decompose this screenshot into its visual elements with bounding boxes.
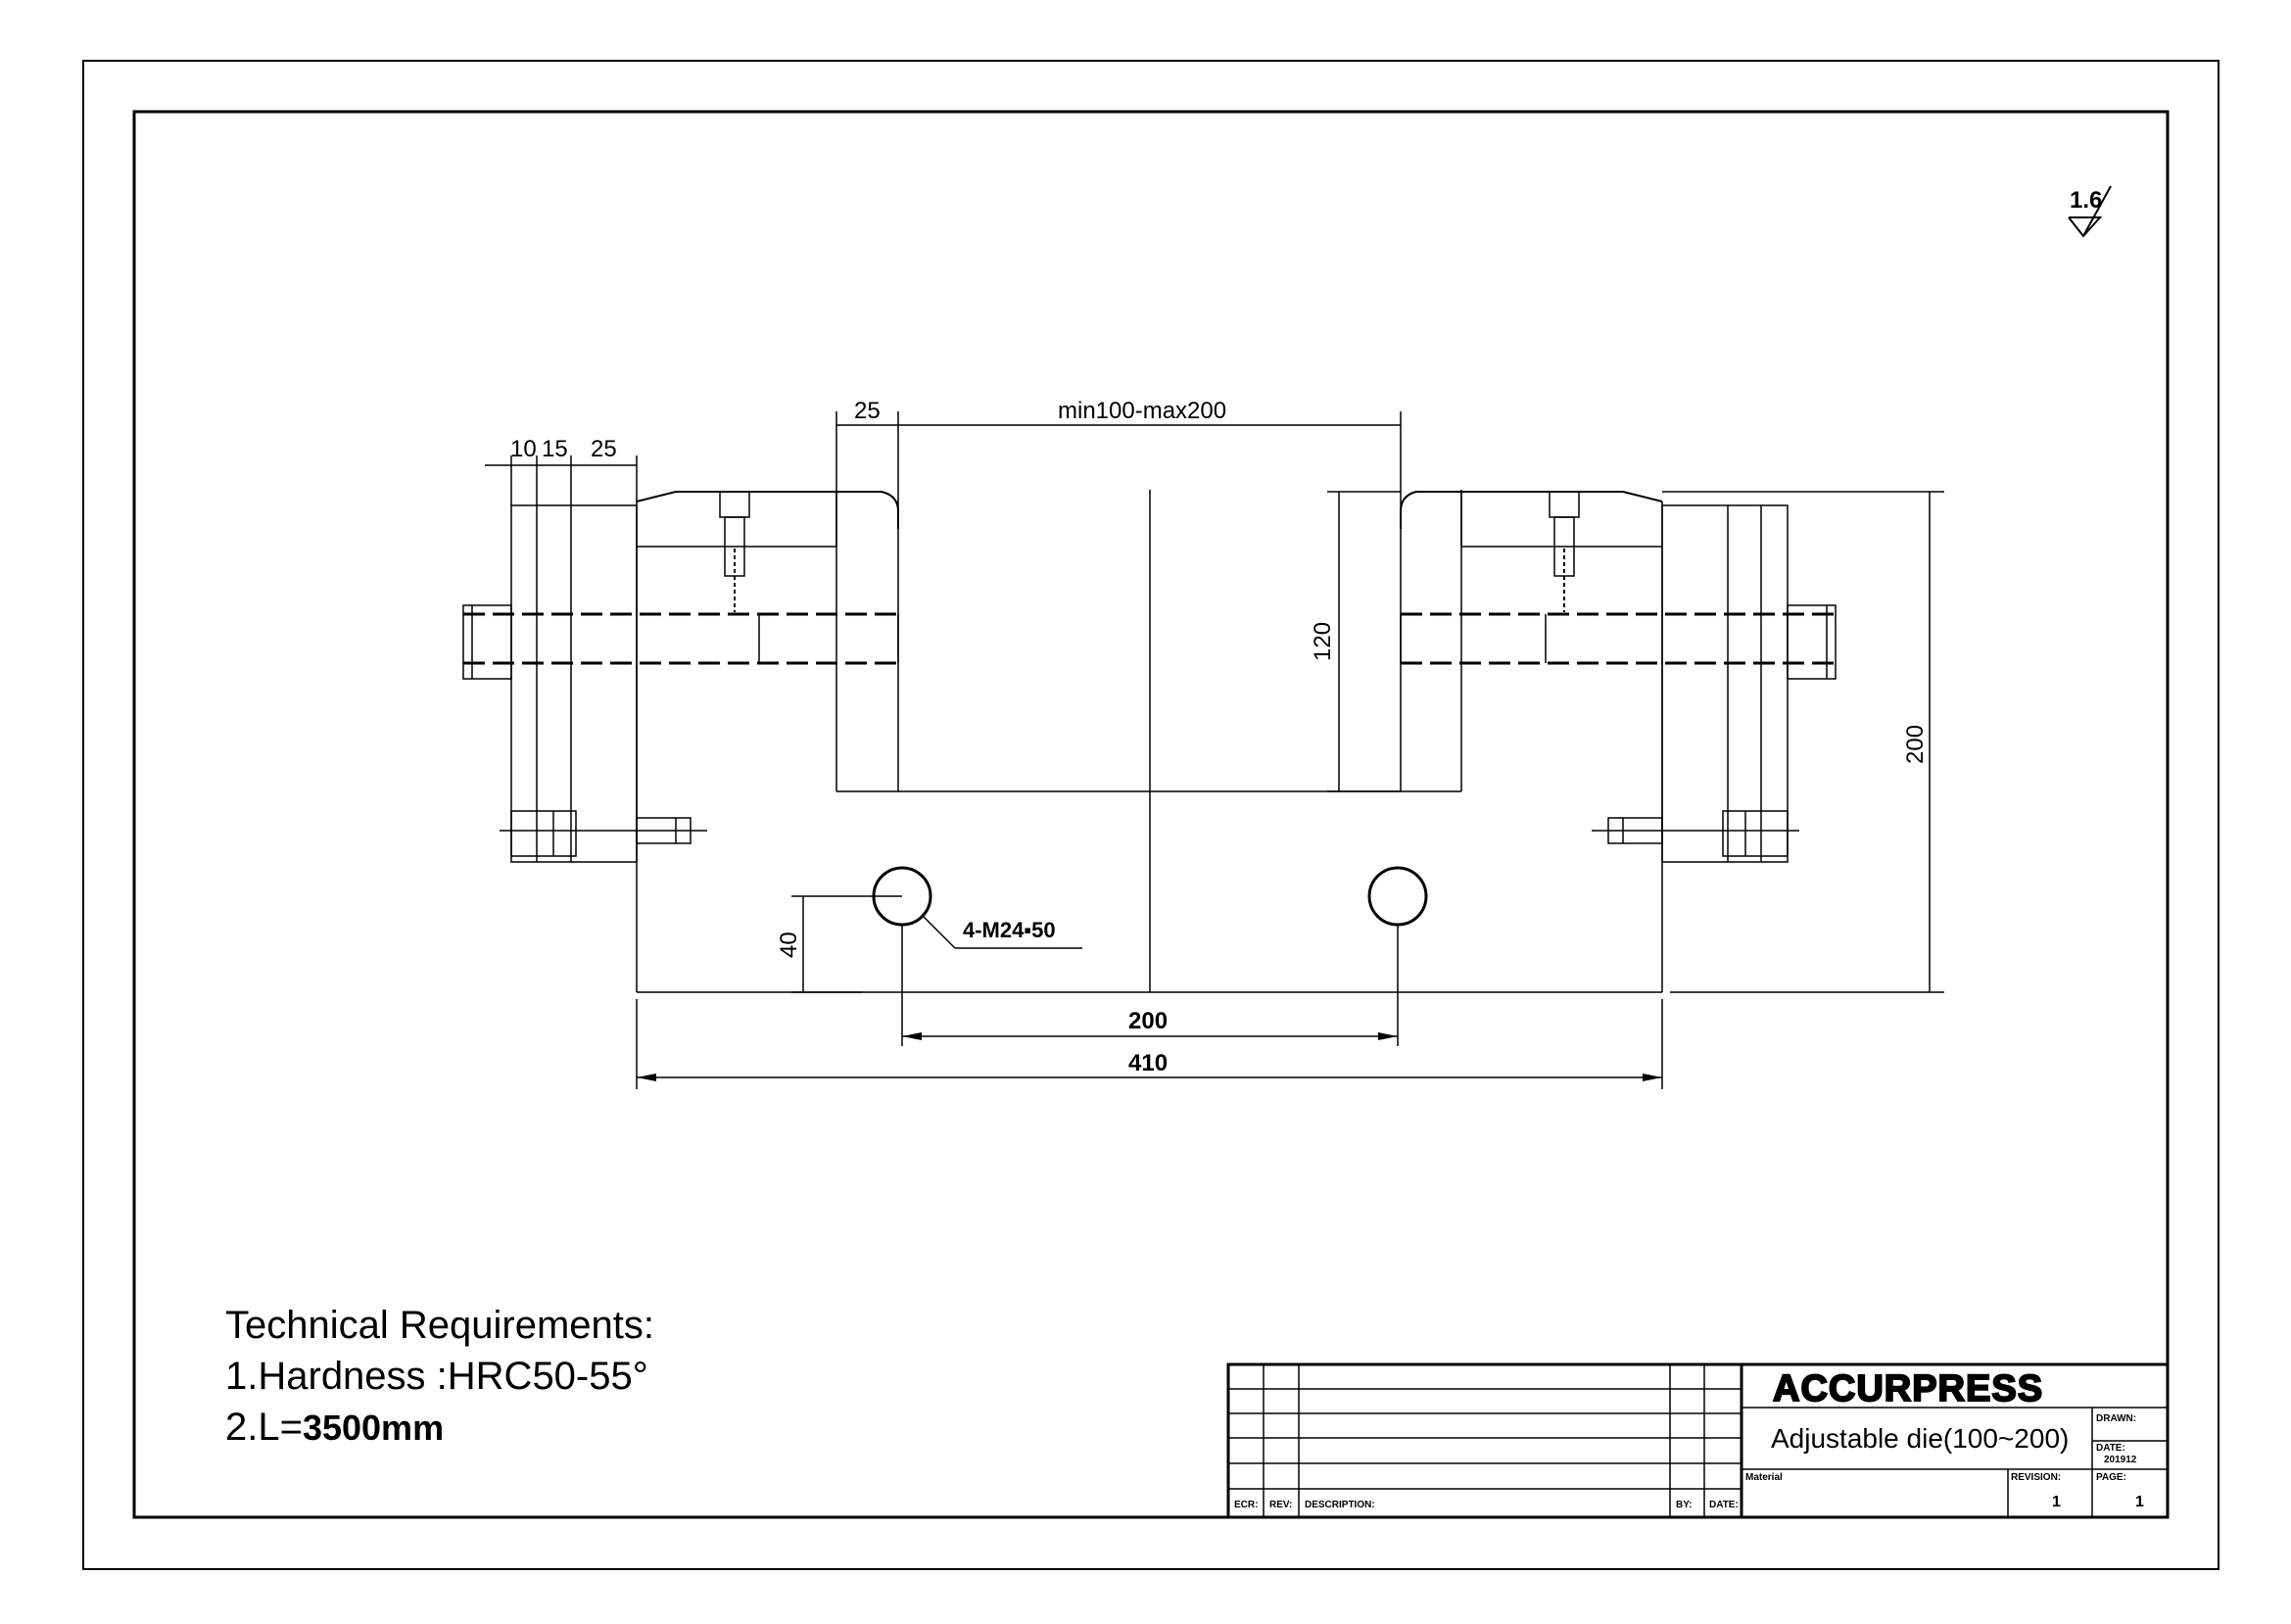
mounting-hole-right [1367, 866, 1428, 927]
date-value: 201912 [2104, 1455, 2137, 1465]
dim-10: 10 [510, 436, 537, 462]
revision-value: 1 [2052, 1494, 2061, 1510]
page-value: 1 [2135, 1494, 2144, 1510]
dim-200-height: 200 [1902, 725, 1929, 764]
col-date: DATE: [1709, 1500, 1739, 1510]
title-block: ECR: REV: DESCRIPTION: BY: DATE: ACCURPR… [1226, 1362, 2170, 1519]
col-description: DESCRIPTION: [1305, 1500, 1375, 1510]
brand-logo: ACCURPRESS [1773, 1368, 2043, 1409]
notes-heading: Technical Requirements: [225, 1304, 654, 1347]
part-name: Adjustable die(100~200) [1771, 1423, 2069, 1454]
revision-label: REVISION: [2011, 1472, 2061, 1483]
col-by: BY: [1676, 1500, 1692, 1510]
dim-gap: min100-max200 [1058, 398, 1226, 424]
roughness-value: 1.6 [2070, 187, 2102, 214]
inner-frame [132, 110, 2170, 1519]
outer-frame [82, 60, 2219, 1570]
dim-200-holes: 200 [1128, 1008, 1168, 1034]
note-hardness: 1.Hardness :HRC50-55° [225, 1355, 648, 1398]
technical-requirements: Technical Requirements: 1.Hardness :HRC5… [225, 1304, 654, 1449]
die-body [462, 490, 1837, 993]
surface-roughness-symbol: 1.6 [2068, 185, 2112, 238]
dim-410: 410 [1128, 1050, 1168, 1076]
page-label: PAGE: [2096, 1472, 2126, 1483]
material-label: Material [1745, 1472, 1783, 1483]
drawn-label: DRAWN: [2096, 1413, 2136, 1424]
hole-callout: 4-M24▪50 [963, 918, 1056, 942]
dim-120: 120 [1310, 622, 1336, 661]
dimensions: 10 15 25 25 min100-max200 120 200 40 4-M… [485, 398, 1944, 1089]
col-ecr: ECR: [1234, 1500, 1258, 1510]
col-rev: REV: [1269, 1500, 1292, 1510]
dim-25-left: 25 [591, 436, 617, 462]
date-label: DATE: [2096, 1443, 2125, 1454]
note-length: 2.L=3500mm [225, 1406, 444, 1449]
dim-25-top: 25 [854, 398, 881, 424]
dim-15: 15 [542, 436, 568, 462]
dim-40: 40 [776, 931, 802, 958]
